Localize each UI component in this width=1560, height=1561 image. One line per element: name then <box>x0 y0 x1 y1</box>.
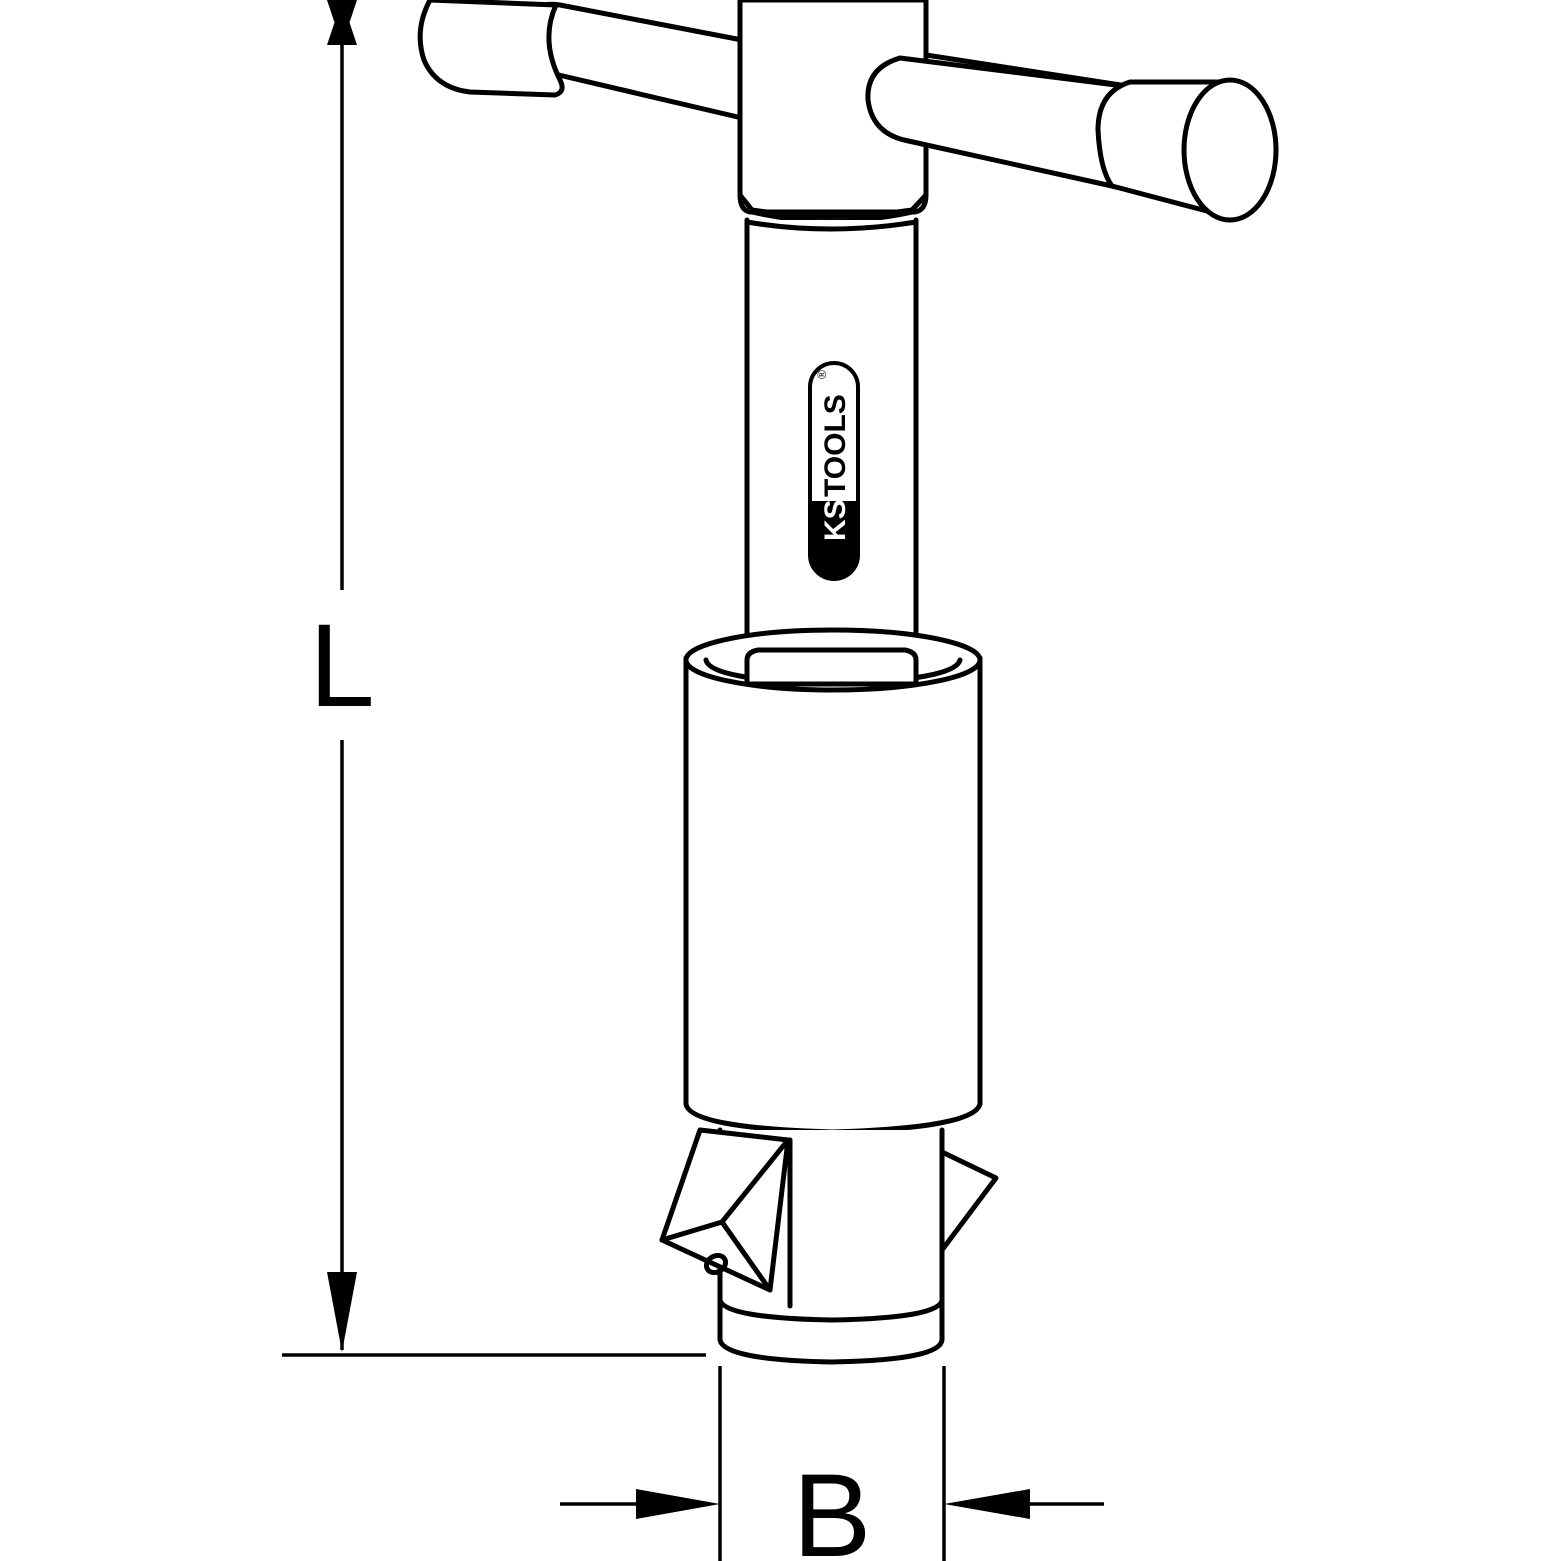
handle-head <box>737 0 929 224</box>
brand-logo: KS TOOLS ® <box>808 361 860 581</box>
registered-mark: ® <box>815 370 829 379</box>
dimension-b-left-arrow <box>636 1489 720 1519</box>
dimension-b-right-arrow <box>944 1489 1030 1519</box>
cutter-blade-left <box>659 1127 791 1293</box>
sleeve <box>683 627 983 1135</box>
logo-ks-text: KS <box>819 499 852 541</box>
left-handle-bar <box>417 0 745 121</box>
dimension-b: B <box>560 1366 1104 1561</box>
right-handle-bar <box>865 52 1279 223</box>
dimension-l: L <box>282 0 706 1357</box>
dimension-b-label: B <box>793 1450 872 1561</box>
logo-tools-text: TOOLS <box>819 394 852 497</box>
dimension-l-label: L <box>309 600 375 732</box>
dimension-l-bottom-arrow <box>327 1272 357 1352</box>
